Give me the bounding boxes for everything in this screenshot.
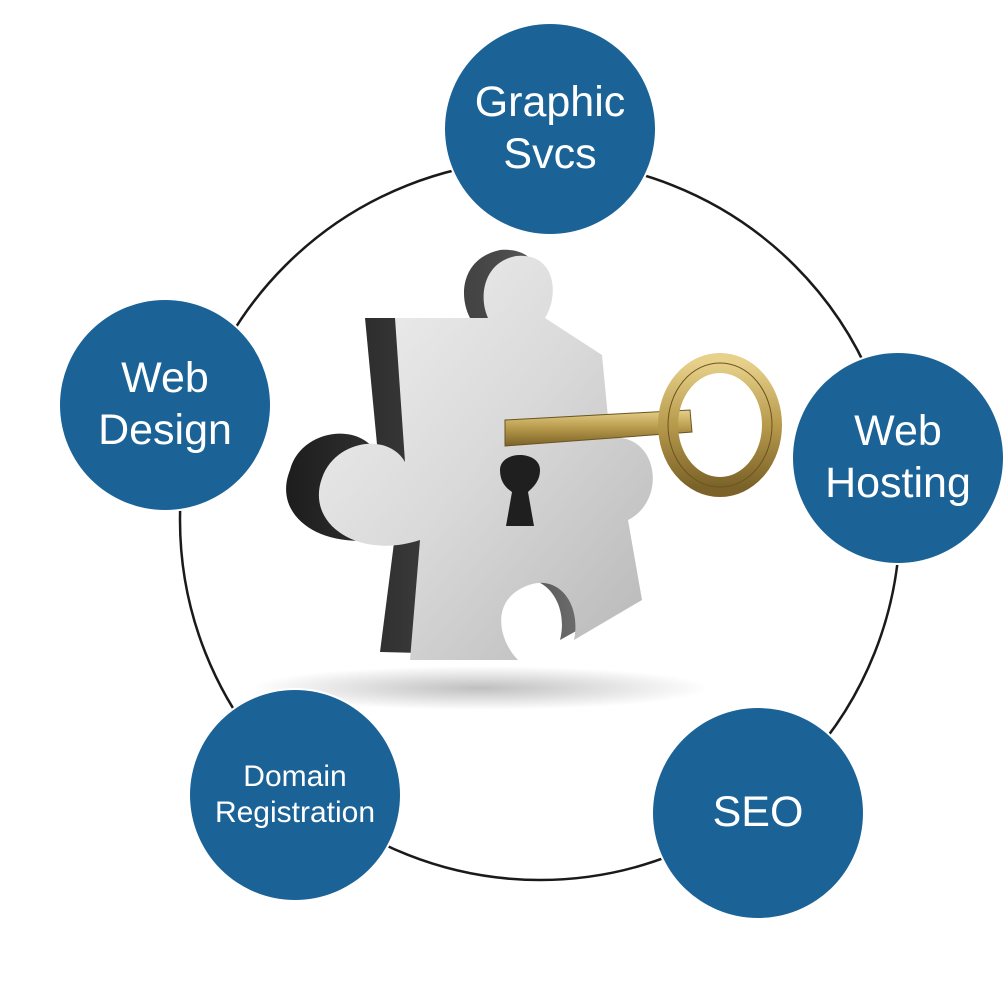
node-label: Domain Registration — [214, 760, 376, 829]
node-web-hosting: Web Hosting — [793, 353, 1003, 563]
node-domain-registration: Domain Registration — [190, 690, 400, 900]
node-label: Web Hosting — [825, 407, 971, 507]
node-graphic-svcs: Graphic Svcs — [445, 24, 655, 234]
node-label: Web Design — [98, 354, 232, 454]
node-seo: SEO — [653, 708, 863, 918]
puzzle-piece-with-key-icon — [250, 249, 782, 710]
node-web-design: Web Design — [60, 300, 270, 510]
node-label: SEO — [712, 788, 804, 837]
node-label: Graphic Svcs — [474, 78, 626, 178]
